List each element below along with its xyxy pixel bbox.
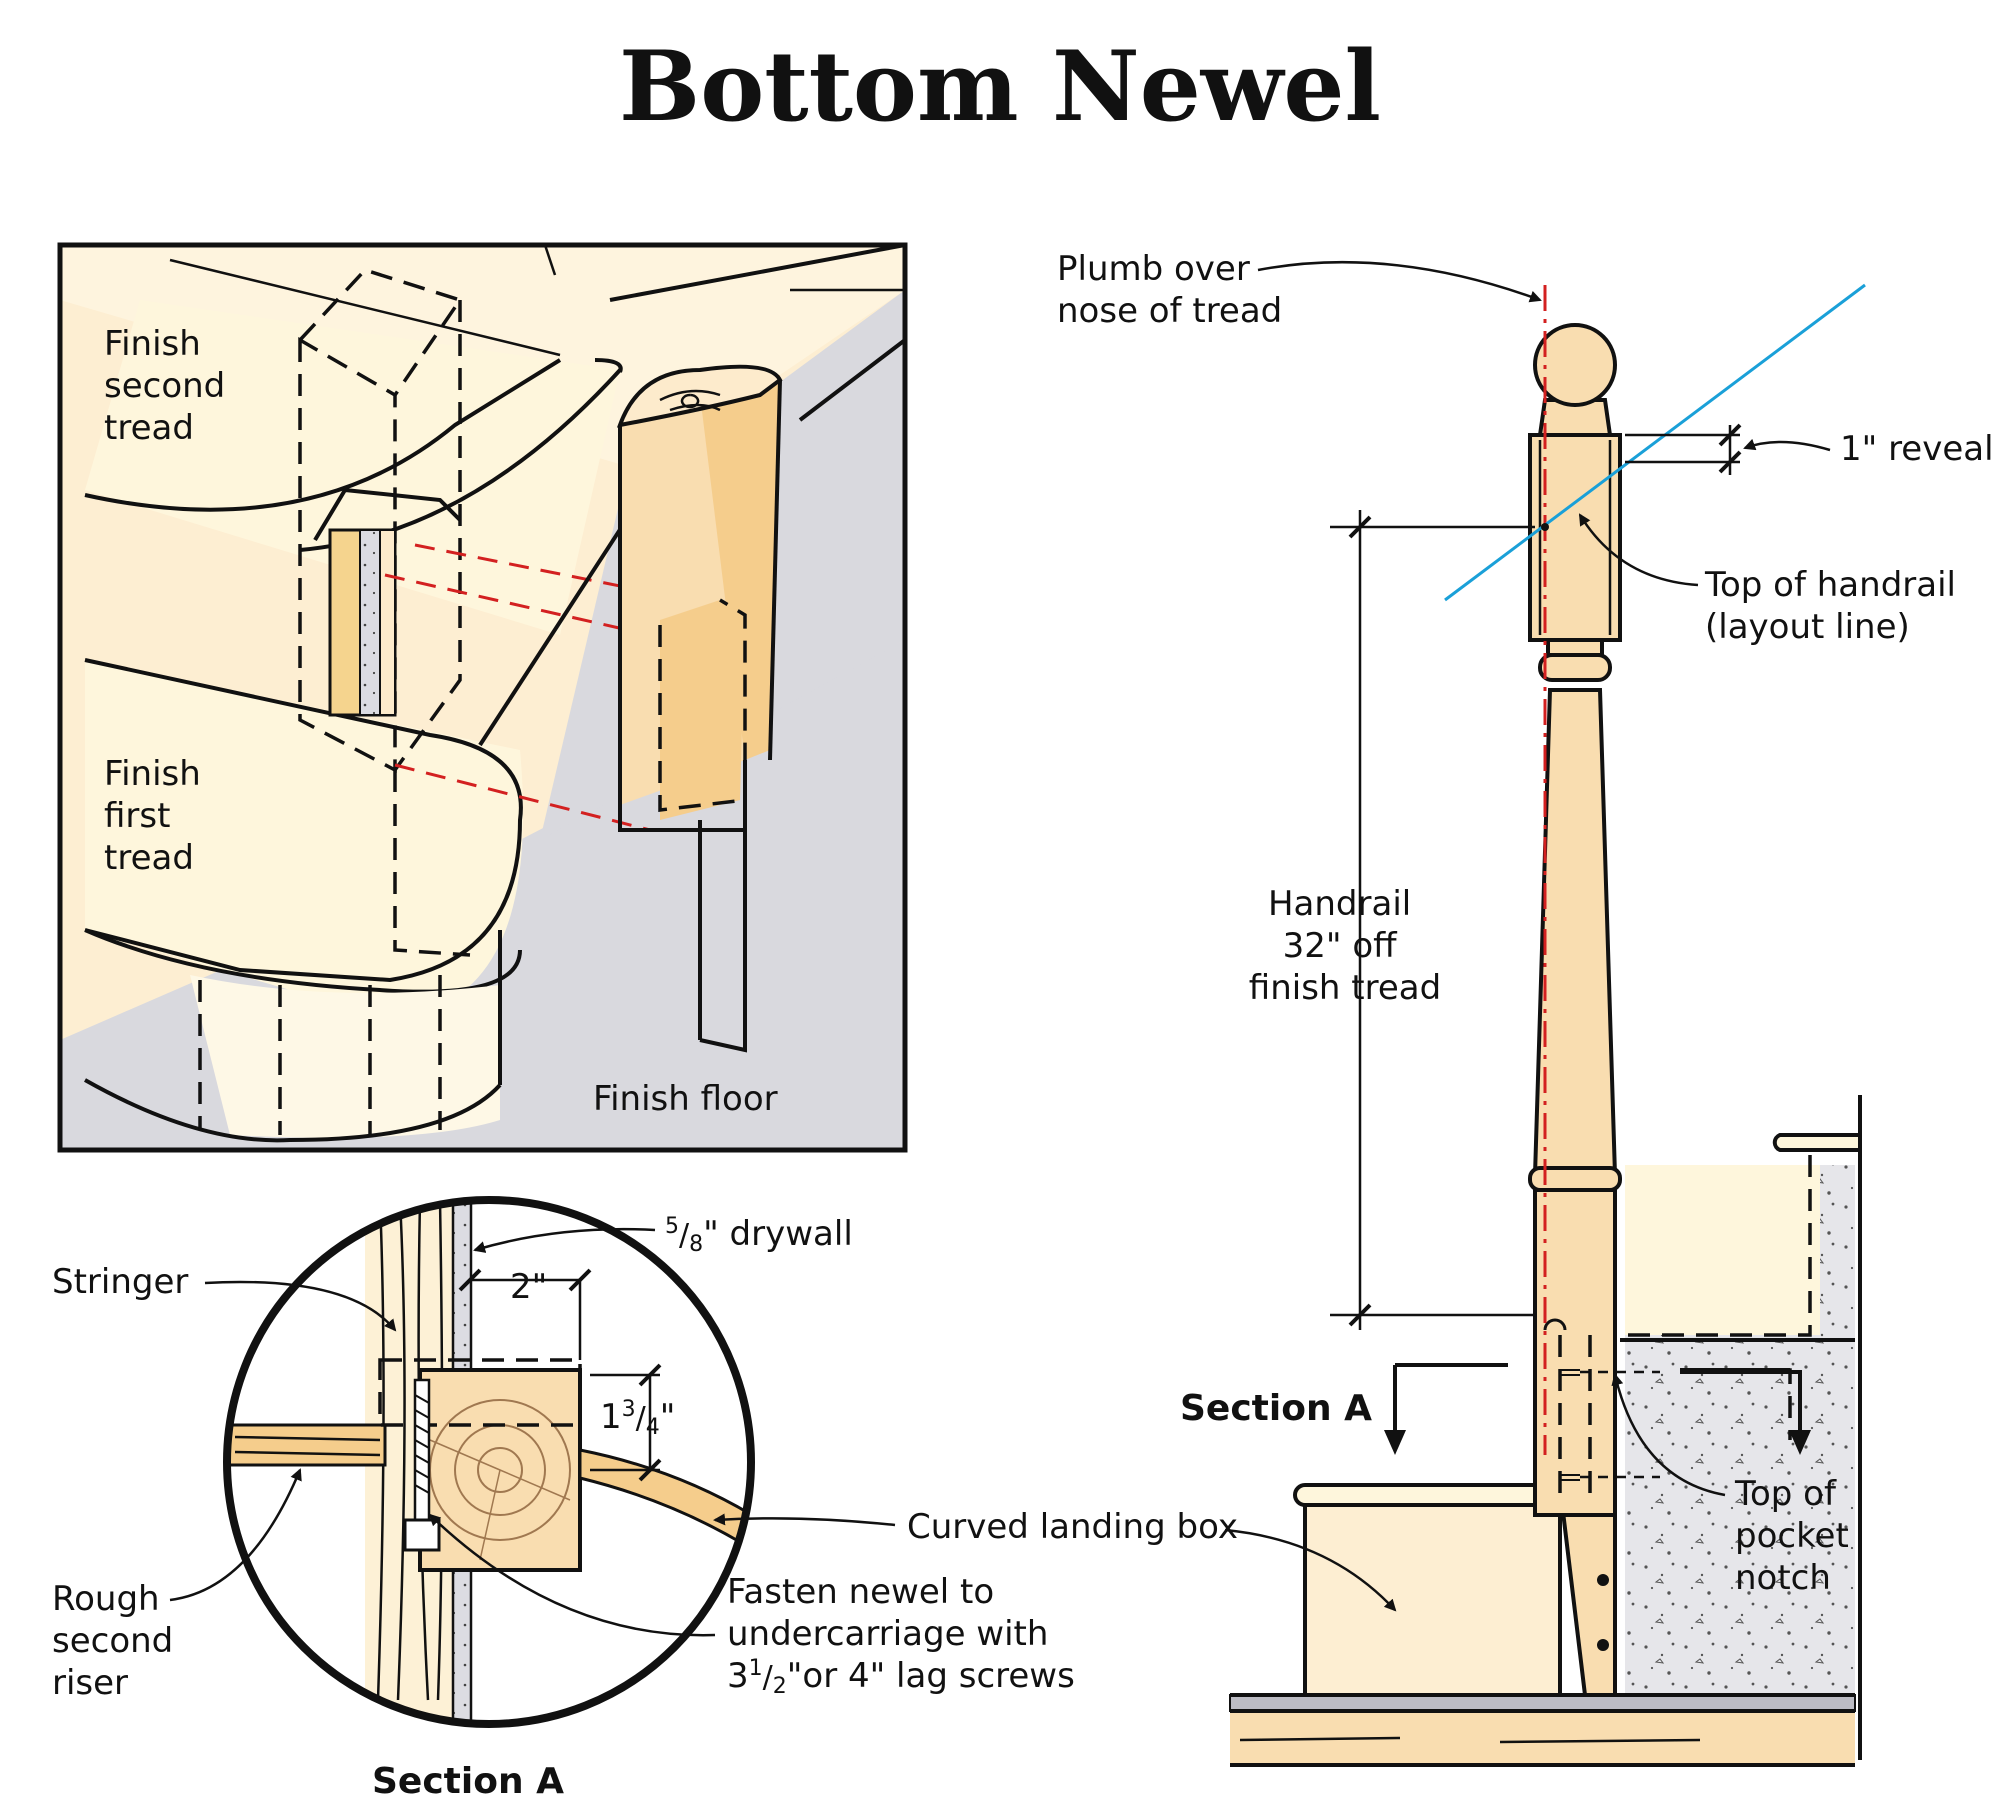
label-finish-floor: Finish floor <box>593 1079 778 1119</box>
isometric-inset: Finish second tread Finish first tread F… <box>57 242 908 1153</box>
label-curved-landing-box: Curved landing box <box>907 1507 1238 1547</box>
label-top-of-handrail: Top of handrail (layout line) <box>1704 565 1967 647</box>
label-rough-second-riser: Rough second riser <box>52 1579 184 1703</box>
newel-post <box>1528 323 1660 1697</box>
label-finish-second-tread: Finish second tread <box>104 324 236 448</box>
label-finish-first-tread: Finish first tread <box>104 754 212 878</box>
label-stringer: Stringer <box>52 1262 188 1302</box>
label-plumb-over-nose: Plumb over nose of tread <box>1057 249 1282 331</box>
label-dim-2: 2" <box>510 1267 547 1307</box>
label-section-a-cut: Section A <box>1180 1388 1372 1429</box>
label-fasten-newel: Fasten newel to undercarriage with <box>727 1572 1048 1654</box>
label-handrail-height: Handrail 32" off finish tread <box>1249 884 1441 1008</box>
label-drywall: 5/8" drywall <box>665 1214 853 1257</box>
label-lag-screws: 31/2"or 4" lag screws <box>727 1656 1075 1699</box>
label-reveal: 1" reveal <box>1840 429 1994 469</box>
label-dim-1-3-4: 13/4" <box>600 1397 675 1440</box>
section-a-caption: Section A <box>372 1761 564 1802</box>
newel-elevation: Plumb over nose of tread 1" reveal Top o… <box>1057 249 1994 1767</box>
section-a-detail: 5/8" drywall Stringer 2" 13/4" Rough sec… <box>52 1196 1238 1802</box>
page-title: Bottom Newel <box>619 30 1381 143</box>
label-top-of-pocket-notch: Top of pocket notch <box>1734 1474 1860 1598</box>
